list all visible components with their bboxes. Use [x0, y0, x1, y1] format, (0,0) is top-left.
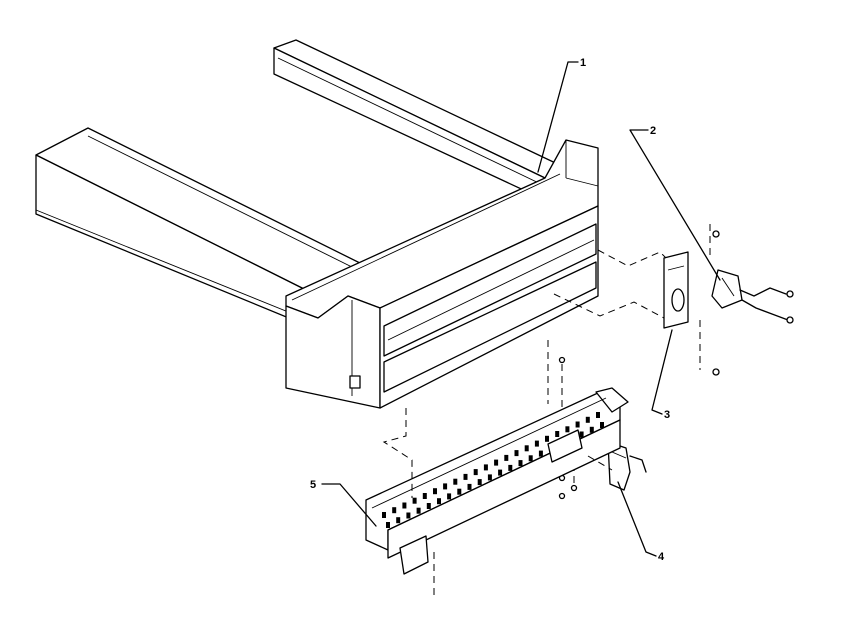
burner-port: [416, 507, 421, 514]
burner-port: [382, 512, 386, 518]
alignment-lines: [382, 249, 667, 600]
part-1-burner-housing: [35, 39, 599, 409]
burner-port: [596, 412, 600, 418]
burner-port: [467, 483, 472, 490]
burner-port: [473, 469, 478, 476]
burner-port: [406, 512, 411, 519]
burner-port: [518, 460, 523, 467]
burner-port: [396, 517, 401, 524]
burner-port: [422, 493, 427, 499]
burner-port: [392, 507, 397, 514]
burner-port: [589, 426, 594, 433]
burner-port: [402, 502, 407, 509]
part-5-burner-tube: [365, 387, 629, 575]
callout-5: 5: [310, 479, 377, 527]
burner-port: [437, 498, 441, 505]
burner-port: [538, 450, 543, 457]
burner-port: [600, 422, 604, 428]
part-3-mounting-bracket: [663, 251, 720, 376]
burner-port: [565, 426, 570, 433]
burner-port: [412, 497, 417, 504]
callout-4-label: 4: [658, 551, 665, 563]
burner-port: [494, 459, 499, 466]
burner-port: [463, 473, 468, 480]
burner-port: [483, 464, 488, 471]
callout-2-label: 2: [650, 125, 656, 137]
burner-port: [487, 474, 492, 481]
burner-port: [426, 503, 431, 509]
burner-port: [457, 488, 462, 495]
burner-port: [555, 431, 560, 437]
burner-port: [534, 440, 539, 447]
burner-port: [453, 478, 458, 485]
callout-5-label: 5: [310, 479, 316, 491]
part-2-valve-fitting: [709, 224, 794, 324]
burner-port: [514, 450, 519, 457]
burner-port: [504, 454, 509, 461]
callout-4: 4: [617, 481, 665, 563]
burner-port: [386, 522, 390, 528]
burner-port: [528, 455, 533, 462]
burner-port: [498, 469, 503, 476]
burner-port: [524, 445, 529, 452]
burner-port: [545, 435, 549, 442]
callout-2: 2: [629, 125, 721, 281]
callout-1-label: 1: [580, 57, 586, 69]
burner-port: [575, 421, 580, 428]
burner-port: [477, 479, 482, 486]
burner-port: [585, 416, 590, 423]
burner-port: [447, 493, 452, 500]
callout-1: 1: [537, 57, 586, 173]
callout-3-label: 3: [664, 409, 670, 421]
callout-3: 3: [651, 329, 673, 421]
burner-port: [579, 431, 584, 438]
burner-port: [433, 488, 437, 495]
burner-port: [508, 464, 513, 471]
burner-port: [443, 483, 448, 490]
